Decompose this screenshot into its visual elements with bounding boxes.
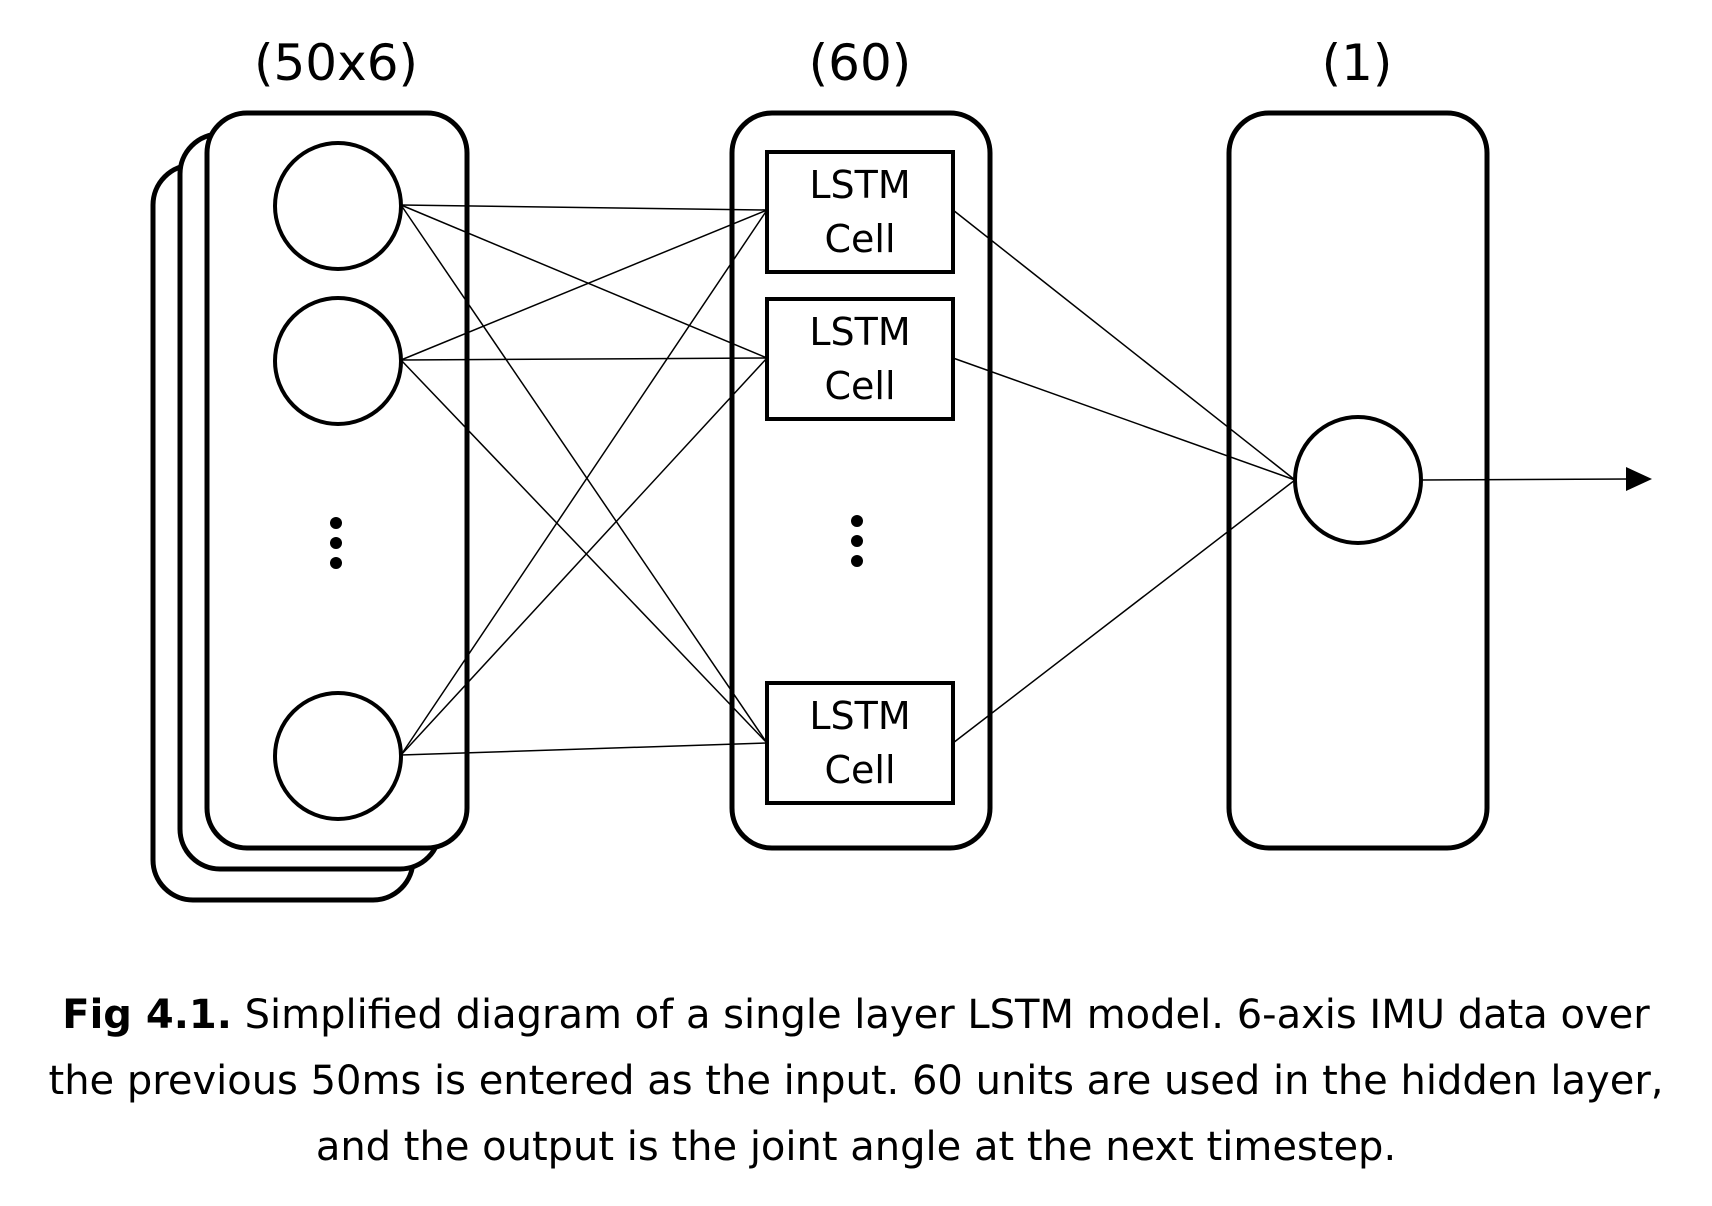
connection-line (400, 204, 768, 211)
caption-figure-number: Fig 4.1. (62, 992, 232, 1038)
lstm-cell-label-line2: Cell (824, 748, 895, 792)
connection-line (952, 357, 1296, 481)
hidden-to-output-connections (952, 209, 1296, 744)
output-arrow-head (1626, 467, 1652, 491)
input-layer-label: (50x6) (254, 34, 418, 92)
connection-line (400, 357, 768, 361)
connection-line (400, 742, 768, 756)
connection-line (400, 204, 768, 744)
output-node (1293, 415, 1423, 545)
output-arrow-line (1420, 478, 1631, 481)
input-node (273, 691, 403, 821)
lstm-cell: LSTM Cell (765, 681, 955, 805)
lstm-cell-label-line1: LSTM (809, 694, 910, 738)
input-continuation-dots (330, 517, 342, 569)
figure-caption: Fig 4.1. Simplified diagram of a single … (30, 982, 1682, 1180)
connection-line (400, 204, 768, 359)
caption-text: Simplified diagram of a single layer LST… (48, 992, 1664, 1170)
lstm-cell-label-line2: Cell (824, 364, 895, 408)
lstm-cell: LSTM Cell (765, 297, 955, 421)
lstm-cell-label-line1: LSTM (809, 310, 910, 354)
connection-line (400, 359, 768, 744)
input-panel-front (204, 110, 470, 851)
hidden-layer-panel (729, 110, 993, 851)
input-node (273, 141, 403, 271)
input-to-hidden-connections (400, 204, 768, 756)
hidden-continuation-dots (851, 515, 863, 567)
lstm-cell-label-line1: LSTM (809, 163, 910, 207)
connection-line (952, 209, 1296, 481)
connection-line (952, 479, 1296, 744)
connection-line (400, 209, 768, 361)
output-layer-label: (1) (1322, 34, 1393, 92)
connection-line (400, 357, 768, 756)
lstm-cell-label-line2: Cell (824, 217, 895, 261)
hidden-layer-label: (60) (809, 34, 912, 92)
lstm-cell: LSTM Cell (765, 150, 955, 274)
connection-line (400, 209, 768, 756)
lstm-diagram: (50x6) (60) (1) LSTM Cell (150, 34, 1652, 903)
input-node (273, 296, 403, 426)
